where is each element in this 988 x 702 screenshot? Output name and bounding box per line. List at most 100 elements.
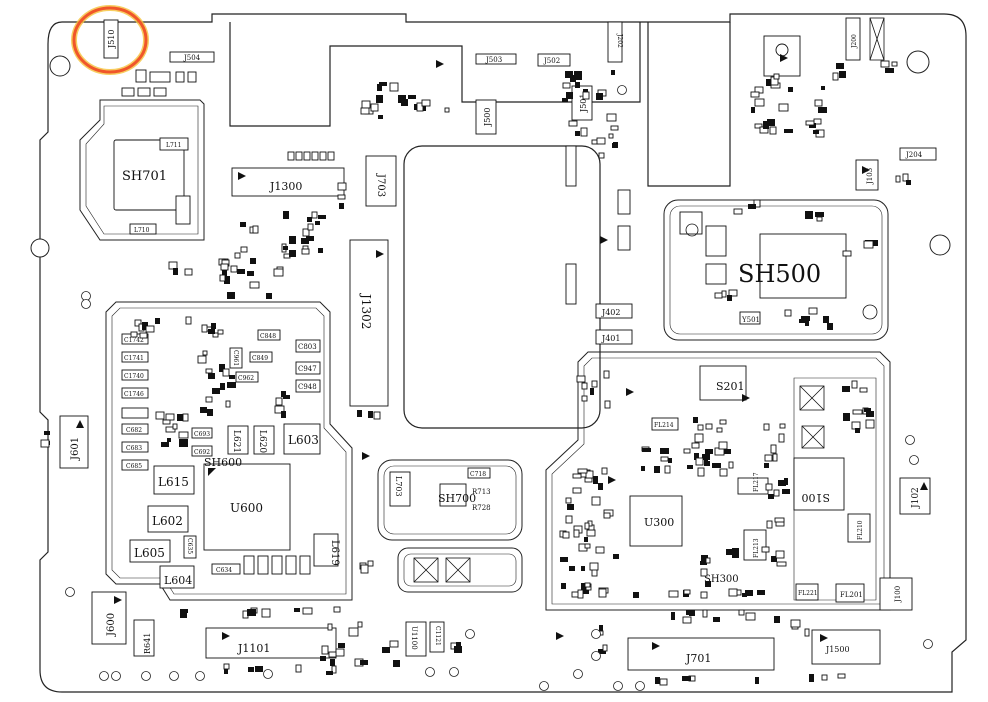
smd-part (771, 556, 777, 562)
smd-part (818, 107, 827, 113)
smd-part (301, 238, 309, 244)
label-fl217: FL217 (753, 472, 760, 492)
label-j504: J504 (183, 54, 201, 62)
label-j600: J600 (106, 613, 117, 637)
smd-part (212, 332, 219, 338)
j102-connector (899, 477, 931, 515)
smd-part (307, 223, 314, 231)
j1302-connector (349, 239, 389, 407)
label-l602: L602 (152, 514, 183, 528)
label-c685: C685 (126, 463, 142, 470)
smd-part (589, 562, 599, 571)
test-point (111, 671, 121, 681)
smd-part (283, 211, 289, 219)
j503-connector (475, 53, 517, 65)
smd-part (719, 419, 727, 425)
label-c634: C634 (216, 567, 232, 574)
smd-part (229, 375, 235, 379)
label-c947: C947 (298, 365, 317, 373)
smd-part (574, 71, 582, 77)
test-point (539, 681, 549, 691)
smd-part (593, 476, 598, 484)
label-c683: C683 (126, 445, 142, 452)
smd-part (208, 329, 215, 334)
smd-part (864, 408, 871, 412)
smd-part (779, 423, 786, 429)
smd-part (598, 649, 606, 654)
test-point (617, 85, 627, 95)
smd-part (659, 678, 668, 686)
smd-part (902, 173, 909, 182)
test-point (465, 629, 475, 639)
smd-part (809, 674, 814, 682)
smd-part (408, 95, 416, 99)
smd-part (766, 79, 774, 86)
smd-part (581, 583, 588, 591)
smd-part (248, 667, 254, 672)
label-r641: R641 (143, 633, 152, 654)
smd-part (318, 248, 323, 253)
smd-part (184, 268, 193, 276)
test-point (169, 671, 179, 681)
j510-connector (103, 19, 119, 59)
sh300-shield (545, 351, 891, 611)
smd-part (389, 640, 399, 648)
smd-part (155, 411, 165, 420)
smd-part (370, 103, 379, 112)
smd-part (577, 589, 584, 599)
smd-part (705, 449, 713, 454)
smd-part (331, 665, 337, 674)
label-j1300: J1300 (269, 180, 302, 193)
label-j1101: J1101 (237, 642, 270, 655)
smd-part (613, 554, 619, 559)
smd-part (727, 295, 732, 301)
label-c1746: C1746 (124, 391, 144, 398)
sh500-shield (663, 199, 889, 341)
test-point (195, 671, 205, 681)
smd-part (591, 496, 601, 506)
smd-part (697, 467, 705, 477)
sh701-shield (79, 99, 205, 241)
smd-part (763, 423, 770, 431)
smd-part (852, 409, 863, 415)
smd-part (733, 208, 743, 215)
smd-part (755, 677, 759, 684)
fl213-filter (743, 529, 767, 561)
smd-part (247, 609, 256, 616)
test-point (99, 671, 109, 681)
fl221-filter (795, 583, 819, 601)
smd-part (168, 261, 178, 270)
test-point (263, 669, 273, 679)
smd-part (373, 411, 381, 420)
smd-part (581, 395, 588, 402)
smd-part (700, 591, 708, 599)
smd-part (360, 564, 369, 574)
smd-part (613, 142, 618, 148)
smd-part (765, 483, 773, 491)
smd-part (821, 674, 828, 681)
label-c962: C962 (238, 375, 254, 382)
label-c1742: C1742 (124, 337, 144, 344)
c803-cap (295, 339, 321, 353)
smd-part (691, 442, 700, 449)
smd-part (318, 215, 326, 219)
smd-part (906, 180, 911, 185)
c693-cap (191, 427, 213, 439)
smd-part (139, 332, 148, 339)
c947-cap (295, 361, 321, 375)
smd-part (816, 216, 823, 222)
smd-part (702, 454, 710, 460)
smd-part (821, 86, 825, 90)
smd-part (714, 292, 723, 299)
j1101-connector (205, 627, 337, 659)
smd-part (603, 370, 610, 379)
smd-part (608, 133, 614, 139)
c962-cap (235, 371, 259, 383)
smd-part (895, 175, 901, 183)
l602-inductor (147, 505, 189, 533)
j202-connector (607, 21, 623, 63)
smd-part (456, 642, 461, 648)
smd-part (839, 71, 846, 78)
smd-part (804, 628, 810, 637)
smd-part (289, 236, 296, 244)
